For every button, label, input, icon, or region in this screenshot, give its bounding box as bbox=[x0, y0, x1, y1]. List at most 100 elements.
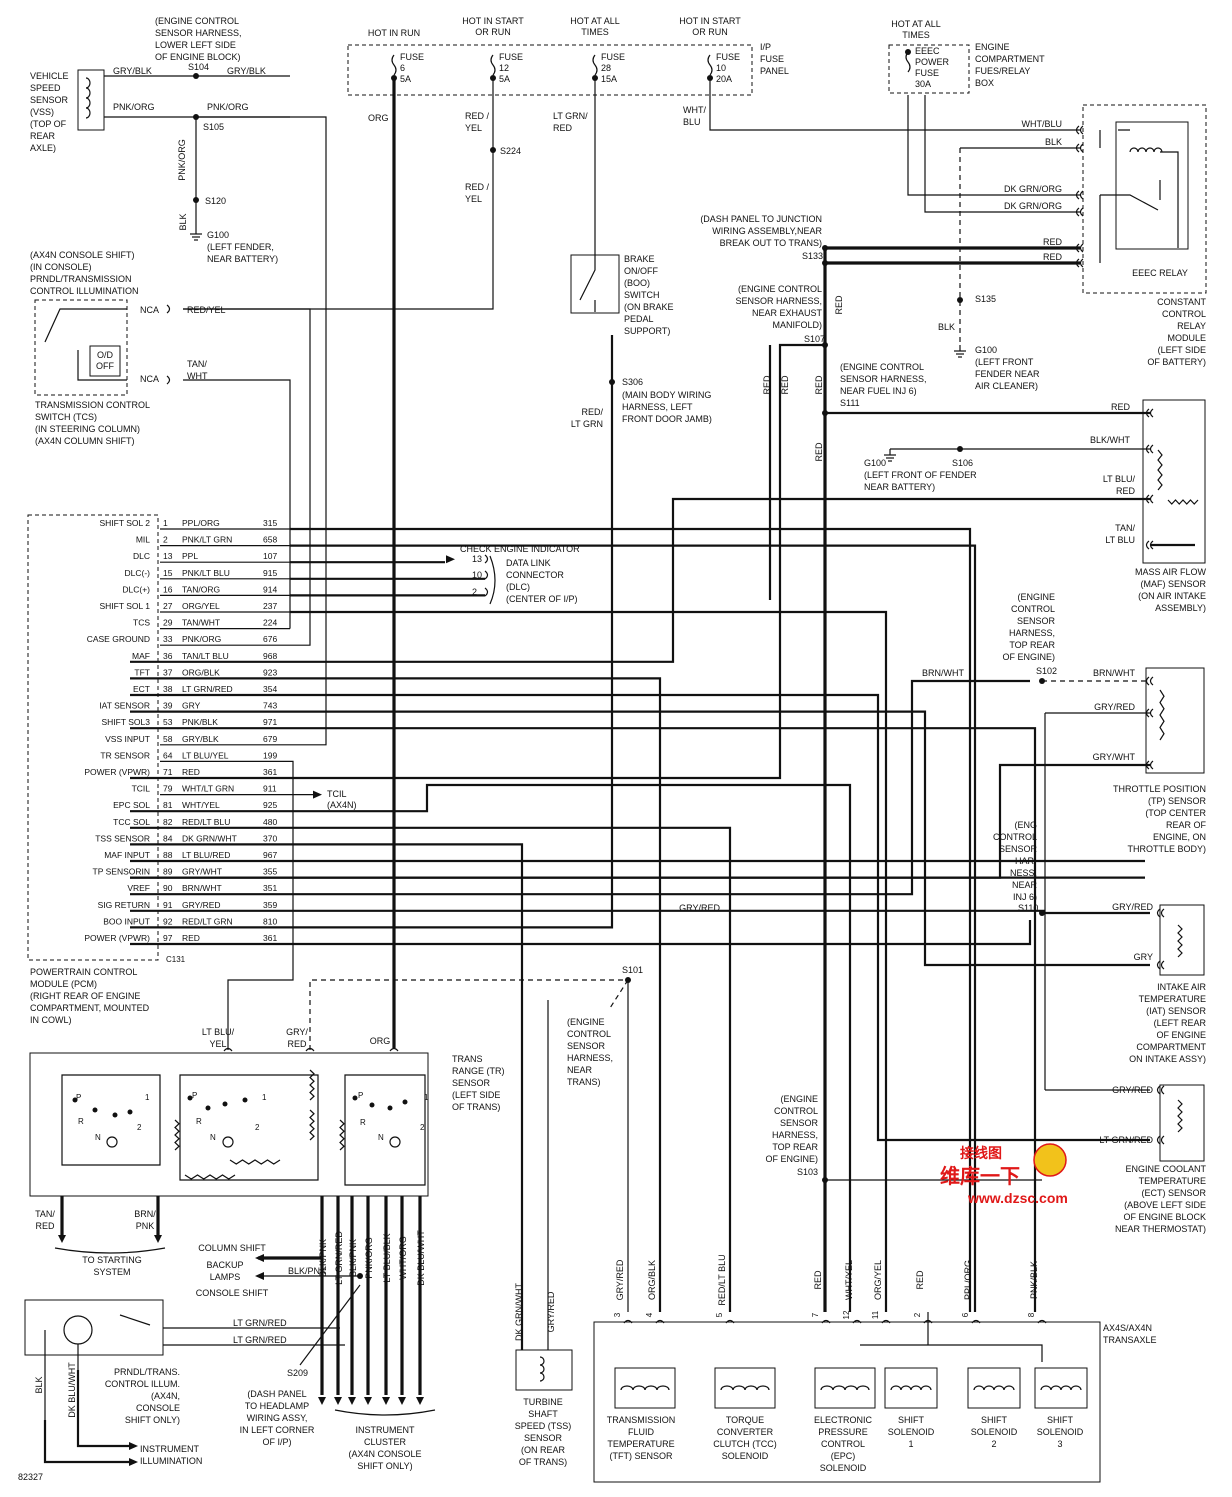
figure-number: 82327 bbox=[18, 1472, 43, 1482]
wire-color-label: PNK/ORG bbox=[364, 1237, 374, 1279]
label-line: (TFT) SENSOR bbox=[610, 1451, 673, 1461]
label-line: CONTROL bbox=[993, 832, 1037, 842]
pcm-pin-label: CASE GROUND bbox=[87, 634, 150, 644]
pcm-circuit-number: 315 bbox=[263, 518, 277, 528]
label-line: INJ 6) bbox=[1013, 892, 1037, 902]
pcm-pin-number: 97 bbox=[163, 933, 173, 943]
maf-resistor-icon bbox=[1157, 449, 1163, 491]
pcm-wire-color: PNK/LT GRN bbox=[182, 535, 232, 545]
label-line: G100 bbox=[864, 458, 886, 468]
label-line: SENSOR bbox=[780, 1118, 819, 1128]
label-line: TAN/ bbox=[35, 1209, 55, 1219]
dlc-pin: 13 bbox=[472, 554, 482, 564]
pcm-wire-color: ORG/YEL bbox=[182, 601, 220, 611]
pcm-pin-label: SHIFT SOL3 bbox=[102, 717, 151, 727]
dlc-pin: 10 bbox=[472, 570, 482, 580]
label-line: SENSOR HARNESS, bbox=[155, 28, 242, 38]
label-line: (AX4N, bbox=[151, 1391, 180, 1401]
label-line: PEDAL bbox=[624, 314, 654, 324]
eeec-wire-color: RED bbox=[1043, 237, 1063, 247]
tr-contact-dot bbox=[369, 1102, 375, 1108]
ground-label: G100(LEFT FENDER,NEAR BATTERY) bbox=[207, 230, 278, 264]
splice-label: S102 bbox=[1036, 666, 1057, 676]
pcm-pin-number: 64 bbox=[163, 750, 173, 760]
label-line: (BOO) bbox=[624, 278, 650, 288]
wire-color-label: RED /YEL bbox=[465, 111, 490, 133]
label-line: G100 bbox=[207, 230, 229, 240]
tcil-arrow-icon bbox=[313, 790, 322, 799]
label-line: ON INTAKE ASSY) bbox=[1129, 1054, 1206, 1064]
label-line: PNK bbox=[136, 1221, 155, 1231]
pcm-circuit-number: 199 bbox=[263, 750, 277, 760]
splice-dot bbox=[1039, 910, 1045, 916]
pcm-circuit-number: 743 bbox=[263, 701, 277, 711]
dlc-connector-icon bbox=[484, 570, 489, 580]
wire-color-label: RED bbox=[814, 442, 824, 462]
label-line: SHAFT bbox=[528, 1409, 558, 1419]
tr-position-label: P bbox=[358, 1091, 363, 1100]
label-line: CONTROL bbox=[821, 1439, 865, 1449]
label-line: FRONT DOOR JAMB) bbox=[622, 414, 712, 424]
label-line: NEAR BATTERY) bbox=[207, 254, 278, 264]
tr-contact-dot bbox=[92, 1107, 98, 1113]
splice-dot bbox=[822, 260, 828, 266]
wire-power-vpwr-2 bbox=[130, 920, 1032, 946]
label-line: OF TRANS) bbox=[452, 1102, 500, 1112]
wire-color-label: ORG/YEL bbox=[873, 1260, 883, 1300]
tr-position-label: R bbox=[360, 1118, 366, 1127]
label-line: BRAKE bbox=[624, 254, 655, 264]
label-line: (ABOVE LEFT SIDE bbox=[1124, 1200, 1206, 1210]
maf-connector-icon bbox=[1145, 408, 1154, 418]
label-line: INSTRUMENT bbox=[140, 1444, 199, 1454]
pcm-wire-color: WHT/YEL bbox=[182, 800, 220, 810]
pcm-wire-color: RED bbox=[182, 767, 200, 777]
pcm-connector-id: C131 bbox=[166, 955, 186, 964]
solenoid-coil-icon bbox=[720, 1385, 770, 1391]
pcm-circuit-number: 658 bbox=[263, 535, 277, 545]
cluster-bracket-icon bbox=[334, 1409, 436, 1416]
wire-tcs bbox=[183, 379, 291, 629]
wire-maf bbox=[130, 497, 1150, 663]
wire-color-label: BLK/PNK bbox=[318, 1239, 328, 1277]
pcm-pin-label: DLC bbox=[133, 551, 150, 561]
nca-label: NCA bbox=[140, 305, 159, 315]
ect-sensor-box bbox=[1159, 1084, 1205, 1162]
tr-position-label: P bbox=[192, 1091, 197, 1100]
tr-resistor-icon bbox=[339, 1119, 345, 1151]
pcm-pin-label: MAF bbox=[132, 651, 150, 661]
label-line: TORQUE bbox=[726, 1415, 764, 1425]
label-line: PRNDL/TRANS. bbox=[114, 1367, 180, 1377]
pcm-wire-color: TAN/LT BLU bbox=[182, 651, 229, 661]
wire-color-label: BLK bbox=[34, 1376, 44, 1393]
label-line: SHIFT bbox=[1047, 1415, 1074, 1425]
tr-position-label: 1 bbox=[424, 1093, 429, 1102]
label-line: FUSE bbox=[915, 68, 939, 78]
label-line: HOT IN START bbox=[462, 16, 524, 26]
tr-contact-dot bbox=[205, 1105, 211, 1111]
pcm-wire-color: RED bbox=[182, 933, 200, 943]
label-line: SENSOR bbox=[1017, 616, 1056, 626]
pcm-pin-label: TR SENSOR bbox=[100, 750, 150, 760]
tr-position-label: R bbox=[78, 1117, 84, 1126]
transaxle-internal-wire bbox=[860, 1312, 1043, 1362]
wire-color-label: GRY/RED bbox=[1094, 702, 1135, 712]
label-line: (ON AIR INTAKE bbox=[1138, 591, 1206, 601]
splice-label: S120 bbox=[205, 196, 226, 206]
splice-label: S105 bbox=[203, 122, 224, 132]
wire-color-label: GRY/BLK bbox=[227, 66, 266, 76]
label-line: NESS, bbox=[1010, 868, 1037, 878]
label-line: SENSOR bbox=[999, 844, 1038, 854]
wire-color-label: BLK/PNK bbox=[348, 1239, 358, 1277]
boo-switch-box bbox=[570, 254, 620, 314]
splice-dot bbox=[490, 147, 496, 153]
wire-color-label: GRY/RED bbox=[1112, 902, 1153, 912]
pcm-circuit-number: 224 bbox=[263, 618, 277, 628]
label-line: WIRING ASSY, bbox=[247, 1413, 308, 1423]
label-line: NEAR bbox=[567, 1065, 593, 1075]
